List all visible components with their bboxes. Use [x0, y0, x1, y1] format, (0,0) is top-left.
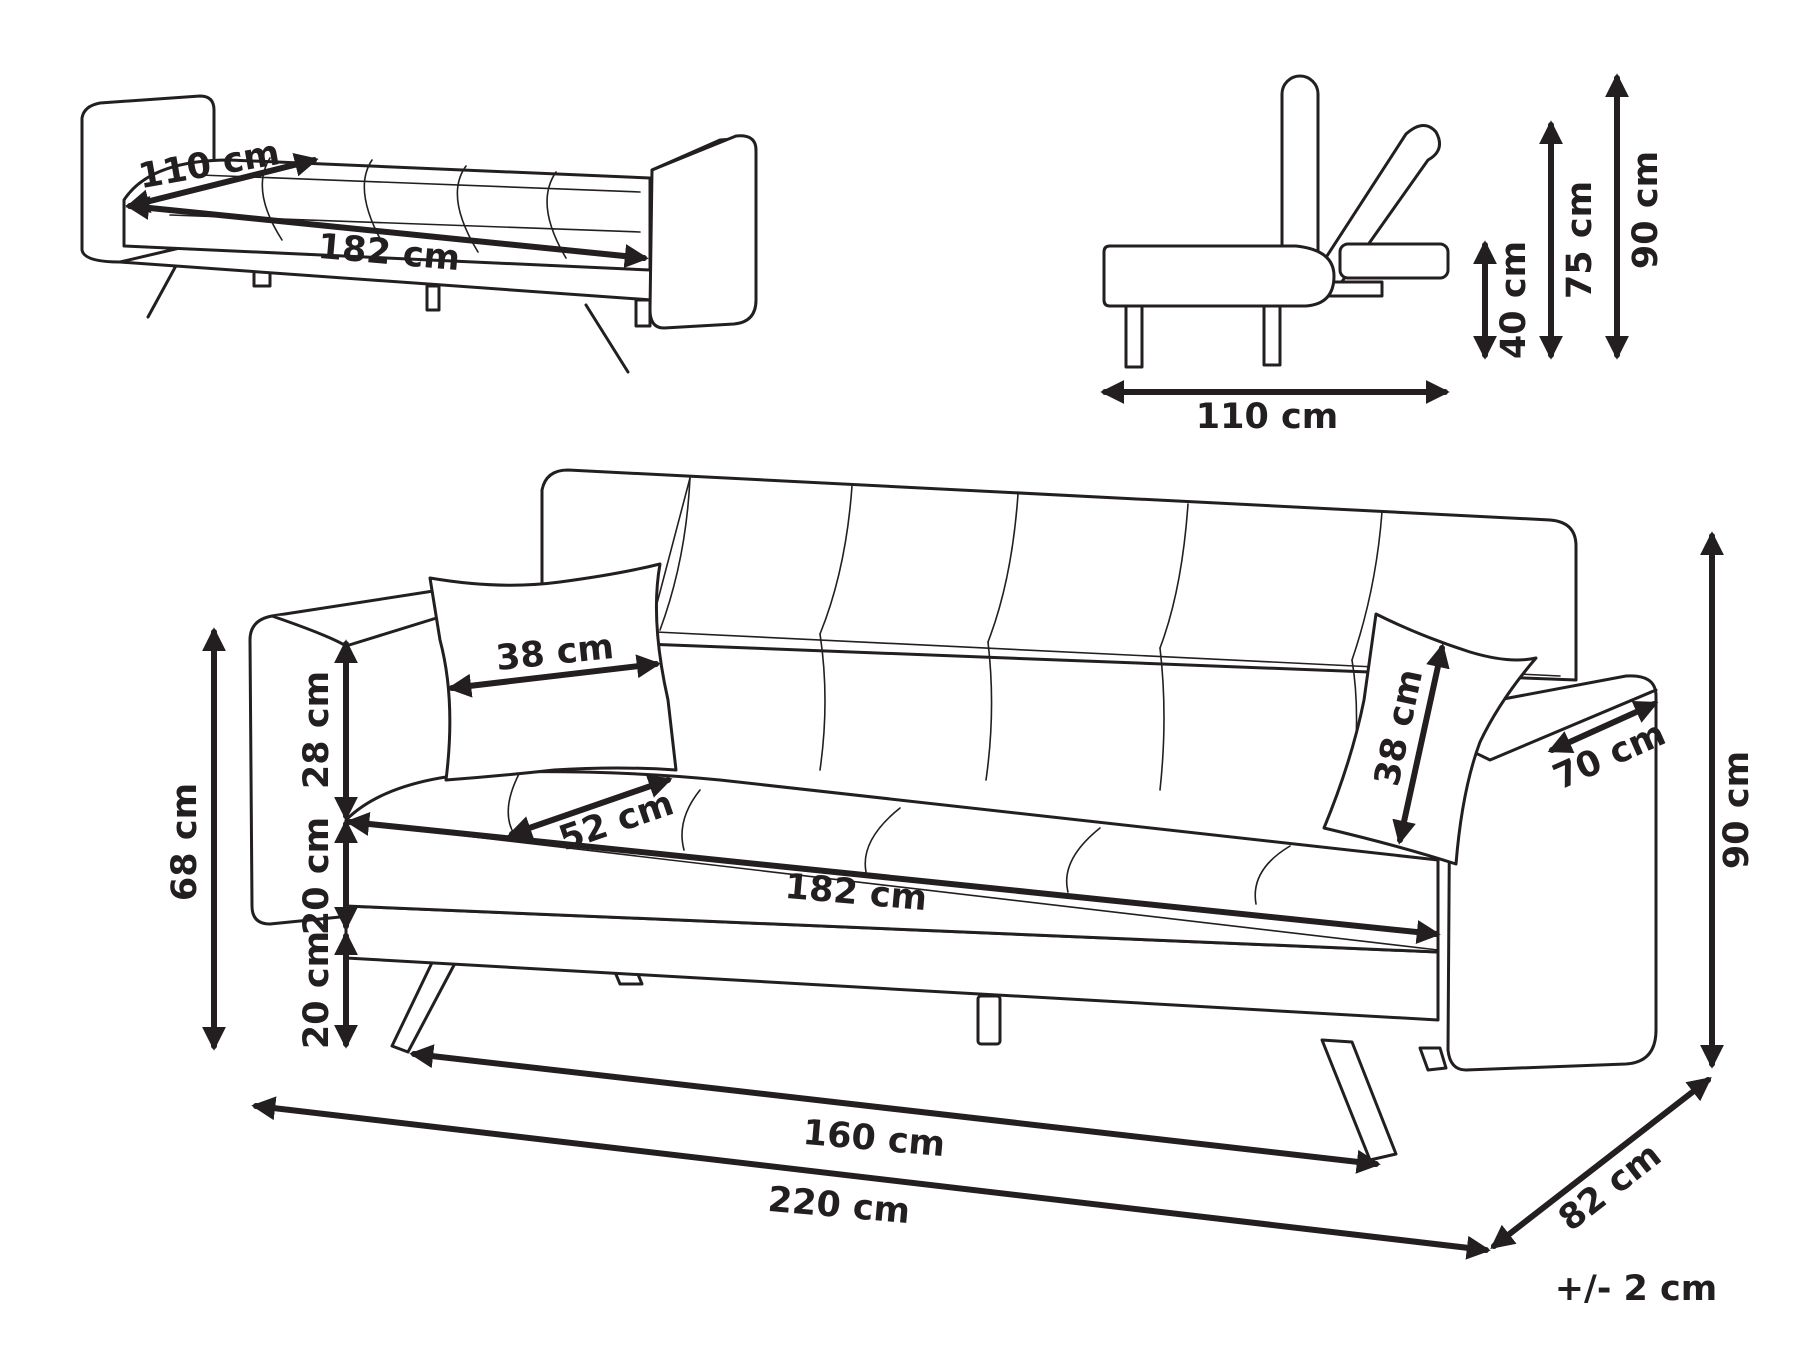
- side-profile-view: 110 cm 40 cm 75 cm 90 cm: [1100, 73, 1666, 437]
- seat-cushion: [1102, 244, 1336, 308]
- profile-depth-label: 110 cm: [1196, 397, 1338, 437]
- profile-total-height-label: 90 cm: [1626, 151, 1666, 269]
- backrest-tufting-lower: [649, 477, 1358, 801]
- sofa-leg: [634, 298, 652, 328]
- pillow-width-arrow: [447, 654, 661, 698]
- bed-mode-view: 110 cm 182 cm: [80, 94, 758, 374]
- sofa-leg: [1124, 301, 1144, 369]
- leg-span-label: 160 cm: [801, 1113, 946, 1165]
- seat-height-label: 40 cm: [1494, 241, 1534, 359]
- bed-length-arrow: [125, 195, 649, 269]
- seat-length-arrow: [345, 812, 1441, 944]
- right-armrest: [648, 137, 758, 330]
- right-armrest-top: [650, 134, 758, 172]
- sofa-leg: [1320, 1038, 1398, 1162]
- total-height-label: 90 cm: [1717, 751, 1757, 869]
- backrest-flat: [1338, 242, 1450, 280]
- sofa-leg: [146, 260, 180, 319]
- total-depth-arrow: [1490, 1077, 1712, 1249]
- backrest-tufting: [655, 477, 1561, 677]
- leg-height-label: 20 cm: [297, 931, 337, 1049]
- backrest: [540, 468, 1578, 682]
- sofa-leg: [976, 994, 1002, 1046]
- pillow-height-arrow: [1392, 643, 1450, 845]
- armrest-depth-arrow: [1547, 700, 1659, 754]
- total-width-label: 220 cm: [766, 1180, 911, 1232]
- total-width-arrow: [251, 1096, 1491, 1260]
- arm-height-label: 68 cm: [165, 783, 205, 901]
- seat-thickness-label: 20 cm: [297, 817, 337, 935]
- sofa-leg: [425, 284, 441, 312]
- front-sofa-view: 38 cm 38 cm 70 cm 52 cm 182 cm 28 cm 20 …: [165, 468, 1757, 1260]
- sofa-leg: [1262, 301, 1282, 367]
- reclined-height-label: 75 cm: [1560, 181, 1600, 299]
- sofa-leg: [584, 303, 630, 374]
- arm-above-seat-label: 28 cm: [297, 671, 337, 789]
- sofa-leg: [1418, 1046, 1448, 1072]
- tolerance-note: +/- 2 cm: [1555, 1269, 1718, 1309]
